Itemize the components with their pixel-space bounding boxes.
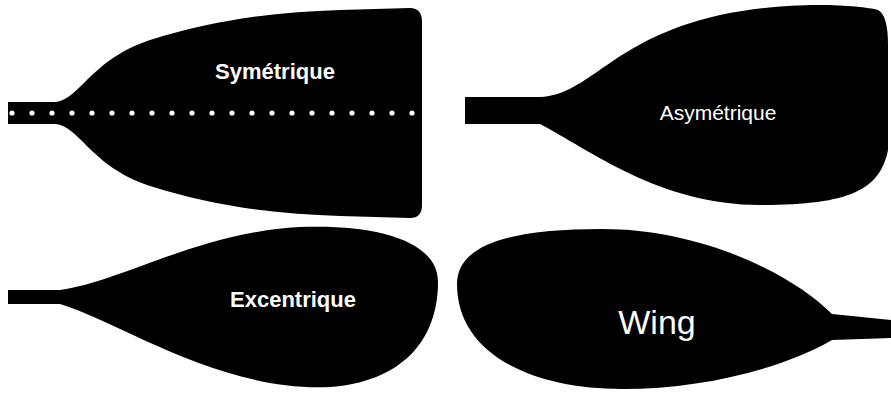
paddle-blade: Asymétrique: [460, 0, 891, 215]
axis-dot: [169, 110, 174, 115]
axis-dot: [229, 110, 234, 115]
blade-outline: [457, 229, 891, 389]
paddle-blade: Excentrique: [0, 222, 445, 392]
axis-dot: [69, 110, 74, 115]
axis-dot: [129, 110, 134, 115]
axis-dot: [329, 110, 334, 115]
axis-dot: [149, 110, 154, 115]
blade-label: Asymétrique: [660, 102, 777, 123]
blade-outline: [8, 8, 422, 218]
blade-outline: [465, 5, 888, 205]
blade-shape: [0, 222, 445, 392]
axis-dot: [209, 110, 214, 115]
axis-dot: [189, 110, 194, 115]
axis-dot: [349, 110, 354, 115]
blade-shape: [0, 0, 430, 225]
axis-dot: [269, 110, 274, 115]
axis-dot: [289, 110, 294, 115]
axis-dot: [29, 110, 34, 115]
axis-dot: [89, 110, 94, 115]
paddle-blade: Symétrique: [0, 0, 430, 225]
axis-dot: [389, 110, 394, 115]
paddle-blade: Wing: [452, 224, 891, 394]
axis-dot: [49, 110, 54, 115]
axis-dot: [249, 110, 254, 115]
axis-dot: [109, 110, 114, 115]
blade-outline: [8, 227, 438, 388]
blade-label: Excentrique: [230, 289, 356, 311]
blade-label: Wing: [618, 305, 695, 339]
axis-dot: [9, 110, 14, 115]
axis-dot: [409, 110, 414, 115]
blade-label: Symétrique: [215, 61, 335, 83]
axis-dot: [309, 110, 314, 115]
axis-dot: [369, 110, 374, 115]
